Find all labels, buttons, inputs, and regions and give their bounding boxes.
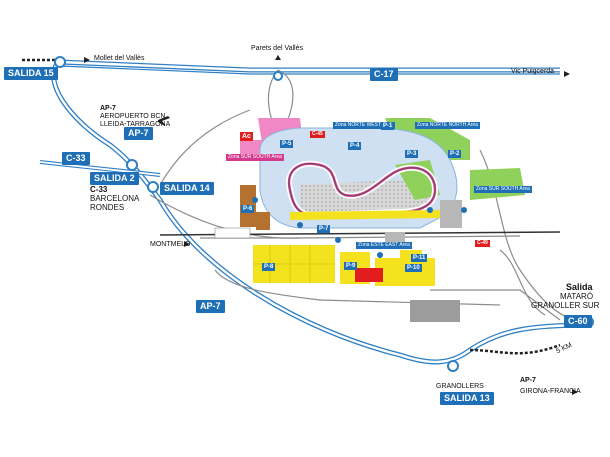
salida-title-label: Salida — [566, 282, 593, 292]
roundabouts — [54, 56, 594, 372]
c33-badge: C-33 — [62, 152, 90, 165]
acc-label: Ac — [240, 132, 253, 141]
station — [214, 227, 251, 239]
grey-lot — [410, 300, 460, 322]
ap7-upper-badge: AP-7 — [124, 127, 153, 140]
ap7-lower-badge: AP-7 — [196, 300, 225, 313]
grey-block — [385, 232, 405, 244]
parets-label: Parets del Vallès — [251, 45, 304, 52]
c45-label: C-45 — [310, 131, 325, 138]
airplane-icon — [158, 116, 170, 125]
c49-label: C-49 — [475, 240, 490, 247]
zone-north-east-label: Zona NORTE NORTH Area — [415, 122, 480, 129]
mataro-label: MATARÓ — [560, 292, 594, 301]
vic-label: Vic Puigcerda — [511, 68, 555, 75]
salida-13-badge: SALIDA 13 — [440, 392, 494, 405]
parking-p9: P-9 — [344, 262, 358, 270]
barcelona-label: BARCELONA — [90, 194, 140, 203]
parking-p8: P-8 — [262, 263, 276, 271]
salida-2-badge: SALIDA 2 — [90, 172, 139, 185]
c60-badge: C-60 — [564, 315, 592, 328]
ap7-highway — [51, 58, 591, 365]
parking-p1: P-1 — [381, 122, 395, 130]
montmelo-label: MONTMELÓ — [150, 241, 191, 248]
c33-line-label: C-33 — [90, 185, 108, 194]
c17-badge: C-17 — [370, 68, 398, 81]
zone-north-west-label: Zona NORTE WEST Area — [333, 122, 395, 129]
parking-p4: P-4 — [348, 142, 362, 150]
mollet-label: Mollet del Vallès — [94, 55, 145, 62]
parking-p2: P-2 — [448, 150, 462, 158]
parking-p6: P-6 — [241, 205, 255, 213]
girona-ap7-label: AP-7 — [520, 377, 536, 384]
aeropuerto-ap7-label: AP-7 — [100, 105, 116, 112]
parking-p10: P-10 — [405, 264, 422, 272]
granollers-sur-label: GRANOLLER SUR — [531, 301, 600, 310]
aeropuerto-label: AEROPUERTO BCN — [100, 113, 166, 120]
red-building — [355, 268, 383, 282]
parking-p11: P-11 — [411, 254, 428, 262]
lleida-label: LLEIDA-TARRAGONA — [100, 121, 171, 128]
dotted-routes — [22, 58, 561, 355]
girona-label: GIRONA-FRANCIA — [520, 388, 581, 395]
salida-14-badge: SALIDA 14 — [160, 182, 214, 195]
rondes-label: RONDES — [90, 203, 125, 212]
granollers-label: GRANOLLERS — [436, 383, 484, 390]
parking-p7: P-7 — [317, 225, 331, 233]
c17-highway — [59, 59, 560, 75]
direction-arrows — [84, 55, 578, 395]
parking-p3: P-3 — [405, 150, 419, 158]
parking-p5: P-5 — [280, 140, 294, 148]
c33-road — [39, 160, 161, 177]
zone-hub-label: Zona SUR SOUTH Area — [474, 186, 532, 193]
zone-east-label: Zona ESTE EAST Area — [356, 242, 412, 249]
salida-15-badge: SALIDA 15 — [4, 67, 58, 80]
zone-south-label: Zona SUR SOUTH Area — [226, 154, 284, 161]
